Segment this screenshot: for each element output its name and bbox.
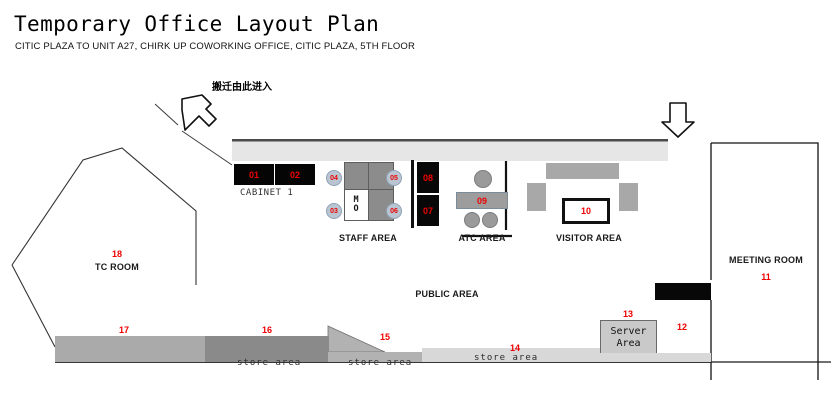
item-number-04: 04 [330,174,338,182]
atc-left-wall [411,160,414,228]
item-number-11: 11 [761,272,771,282]
item-number-05: 05 [390,174,398,182]
top-corridor-wall [232,141,668,161]
unit-08[interactable]: 08 [417,162,439,193]
server-area-box[interactable]: Server Area [600,320,657,355]
store-area-15[interactable] [328,352,422,362]
visitor-sofa-right[interactable] [619,183,638,211]
visitor-area-label: VISITOR AREA [556,233,622,243]
item-number-12: 12 [676,322,687,332]
server-area-label-line2: Area [616,337,641,349]
chair-03[interactable]: 03 [326,203,342,219]
arrow-down-outline-icon [661,102,695,138]
item-number-06: 06 [390,207,398,215]
page-title: Temporary Office Layout Plan [14,12,380,36]
item-number-14: 14 [509,343,520,353]
chair-05[interactable]: 05 [386,170,402,186]
item-number-13: 13 [622,309,633,319]
store-area-14-extension [600,353,711,362]
chair-06[interactable]: 06 [386,203,402,219]
store-area-17[interactable] [55,336,205,362]
unit-07[interactable]: 07 [417,195,439,226]
item-number-18: 18 [111,249,122,259]
visitor-sofa-top[interactable] [546,163,619,179]
visitor-sofa-left[interactable] [527,183,546,211]
item-number-03: 03 [330,207,338,215]
chair-04[interactable]: 04 [326,170,342,186]
meeting-room-label: MEETING ROOM [729,255,803,265]
arrow-down-left-outline-icon [181,94,217,131]
tc-room-label: TC ROOM [95,262,139,272]
atc-chair-bottom-left[interactable] [464,212,480,228]
table-09[interactable]: 09 [456,192,508,209]
item-number-02: 02 [289,169,300,180]
entry-note-text: 搬迁由此进入 [212,82,272,93]
item-number-07: 07 [422,205,433,216]
staff-desk-top-left[interactable] [344,162,370,191]
cabinet-02[interactable]: 02 [275,164,315,185]
tc-room-outline [11,147,197,348]
server-area-label-line1: Server [610,326,647,337]
atc-chair-bottom-right[interactable] [482,212,498,228]
store-area-16-label: store area [237,358,302,368]
staff-area-label: STAFF AREA [339,233,397,243]
item-number-17: 17 [118,325,129,335]
zone-12-black-bar [655,283,711,300]
item-number-01: 01 [248,169,259,180]
cabinet-01[interactable]: 01 [234,164,274,185]
store-area-14[interactable] [422,348,600,362]
item-number-08: 08 [422,172,433,183]
store-area-14-label: store area [474,353,539,363]
top-wall-edge [232,139,668,141]
item-number-09: 09 [476,195,487,206]
public-area-label: PUBLIC AREA [415,289,479,299]
display-10[interactable]: 10 [562,198,610,224]
store-area-15-label: store area [348,358,413,368]
page-subtitle: CITIC PLAZA TO UNIT A27, CHIRK UP COWORK… [15,41,415,52]
item-number-16: 16 [261,325,272,335]
item-number-15: 15 [379,332,390,342]
atc-chair-top[interactable] [474,170,492,188]
cabinet-1-label: CABINET 1 [240,188,294,198]
store-area-16[interactable] [205,336,329,362]
atc-area-label: ATC AREA [458,233,506,243]
item-number-10: 10 [580,206,591,216]
